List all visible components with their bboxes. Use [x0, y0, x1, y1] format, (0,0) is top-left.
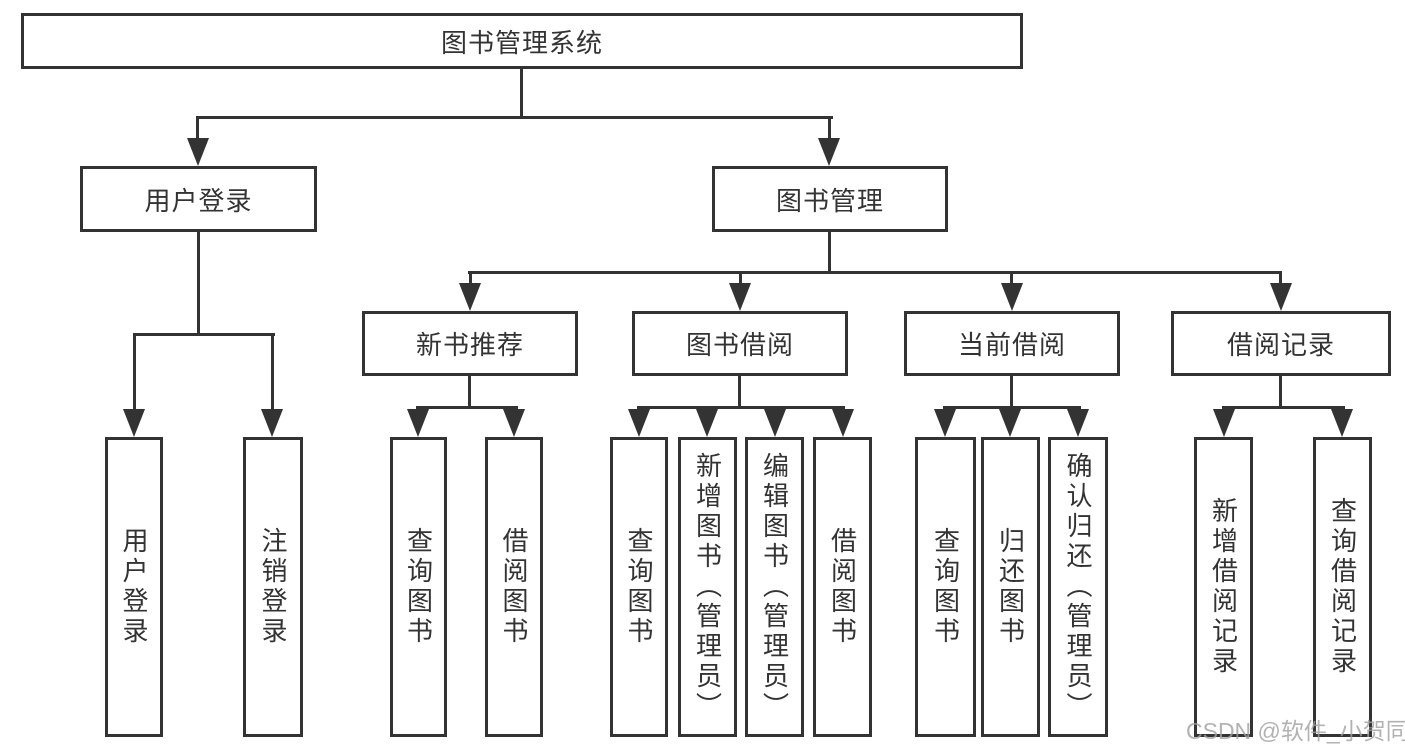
- connector-records-drop: [1279, 376, 1282, 408]
- connector-stem-current-borrow: [1010, 271, 1013, 285]
- arrowhead-to-borrow-records: [1270, 283, 1292, 311]
- arrowhead-to-bb-edit: [764, 409, 786, 437]
- leaf-br-add-record: 新增借阅记录: [1194, 437, 1253, 737]
- leaf-bb-edit-books-admin: 编辑图书（管理员）: [745, 437, 804, 737]
- arrowhead-to-cb-return: [999, 409, 1021, 437]
- connector-current-borrow-bar: [943, 406, 1081, 409]
- arrowhead-to-rec-borrow: [503, 409, 525, 437]
- arrowhead-to-br-add: [1213, 409, 1235, 437]
- arrowhead-to-cb-confirm: [1067, 409, 1089, 437]
- connector-book-mgmt-drop: [828, 232, 831, 274]
- connector-new-rec-drop: [468, 376, 471, 408]
- connector-records-bar: [1222, 406, 1345, 409]
- node-current-borrow: 当前借阅: [904, 311, 1120, 376]
- arrowhead-to-rec-query: [407, 409, 429, 437]
- arrowhead-to-new-rec: [459, 283, 481, 311]
- arrowhead-to-br-query: [1331, 409, 1353, 437]
- connector-new-rec-bar: [416, 406, 518, 409]
- connector-stem-leaf-logout: [271, 333, 274, 411]
- csdn-watermark: CSDN @软件_小贺同学: [1186, 718, 1405, 744]
- connector-stem-user-login: [196, 116, 199, 142]
- node-user-login: 用户登录: [80, 166, 317, 232]
- arrowhead-to-leaf-logout: [261, 409, 283, 437]
- connector-stem-book-mgmt: [828, 116, 831, 142]
- leaf-cb-query-books: 查询图书: [915, 437, 976, 737]
- node-book-mgmt: 图书管理: [712, 166, 948, 232]
- leaf-cb-return-books: 归还图书: [981, 437, 1040, 737]
- arrowhead-to-bb-add: [696, 409, 718, 437]
- connector-current-borrow-drop: [1010, 376, 1013, 408]
- arrowhead-to-book-mgmt: [818, 138, 840, 166]
- arrowhead-to-book-borrow: [729, 283, 751, 311]
- connector-stem-borrow-records: [1279, 271, 1282, 285]
- leaf-bb-query-books: 查询图书: [610, 437, 668, 737]
- arrowhead-to-bb-query: [628, 409, 650, 437]
- connector-stem-leaf-login: [133, 333, 136, 411]
- connector-level2-bar: [468, 271, 1282, 274]
- leaf-bb-add-books-admin: 新增图书（管理员）: [678, 437, 737, 737]
- connector-stem-new-rec: [469, 271, 472, 285]
- leaf-logout: 注销登录: [243, 437, 303, 737]
- connector-user-login-drop: [197, 232, 200, 336]
- connector-root-drop: [520, 69, 523, 117]
- connector-level1-bar: [196, 116, 833, 119]
- leaf-bb-borrow-books: 借阅图书: [813, 437, 872, 737]
- node-borrow-records: 借阅记录: [1171, 311, 1391, 376]
- arrowhead-to-current-borrow: [1001, 283, 1023, 311]
- connector-user-login-bar: [133, 333, 275, 336]
- leaf-user-login: 用户登录: [105, 437, 163, 737]
- leaf-br-query-record: 查询借阅记录: [1313, 437, 1372, 737]
- node-new-book-rec: 新书推荐: [362, 311, 578, 376]
- leaf-rec-query-books: 查询图书: [390, 437, 447, 737]
- arrowhead-to-leaf-login: [123, 409, 145, 437]
- leaf-cb-confirm-return-admin: 确认归还（管理员）: [1048, 437, 1108, 737]
- arrowhead-to-cb-query: [934, 409, 956, 437]
- leaf-rec-borrow-books: 借阅图书: [485, 437, 543, 737]
- connector-book-borrow-bar: [637, 406, 845, 409]
- arrowhead-to-bb-borrow: [832, 409, 854, 437]
- node-library-system: 图书管理系统: [21, 13, 1023, 69]
- node-book-borrow: 图书借阅: [632, 311, 848, 376]
- arrowhead-to-user-login: [187, 138, 209, 166]
- connector-book-borrow-drop: [738, 376, 741, 408]
- connector-stem-book-borrow: [739, 271, 742, 285]
